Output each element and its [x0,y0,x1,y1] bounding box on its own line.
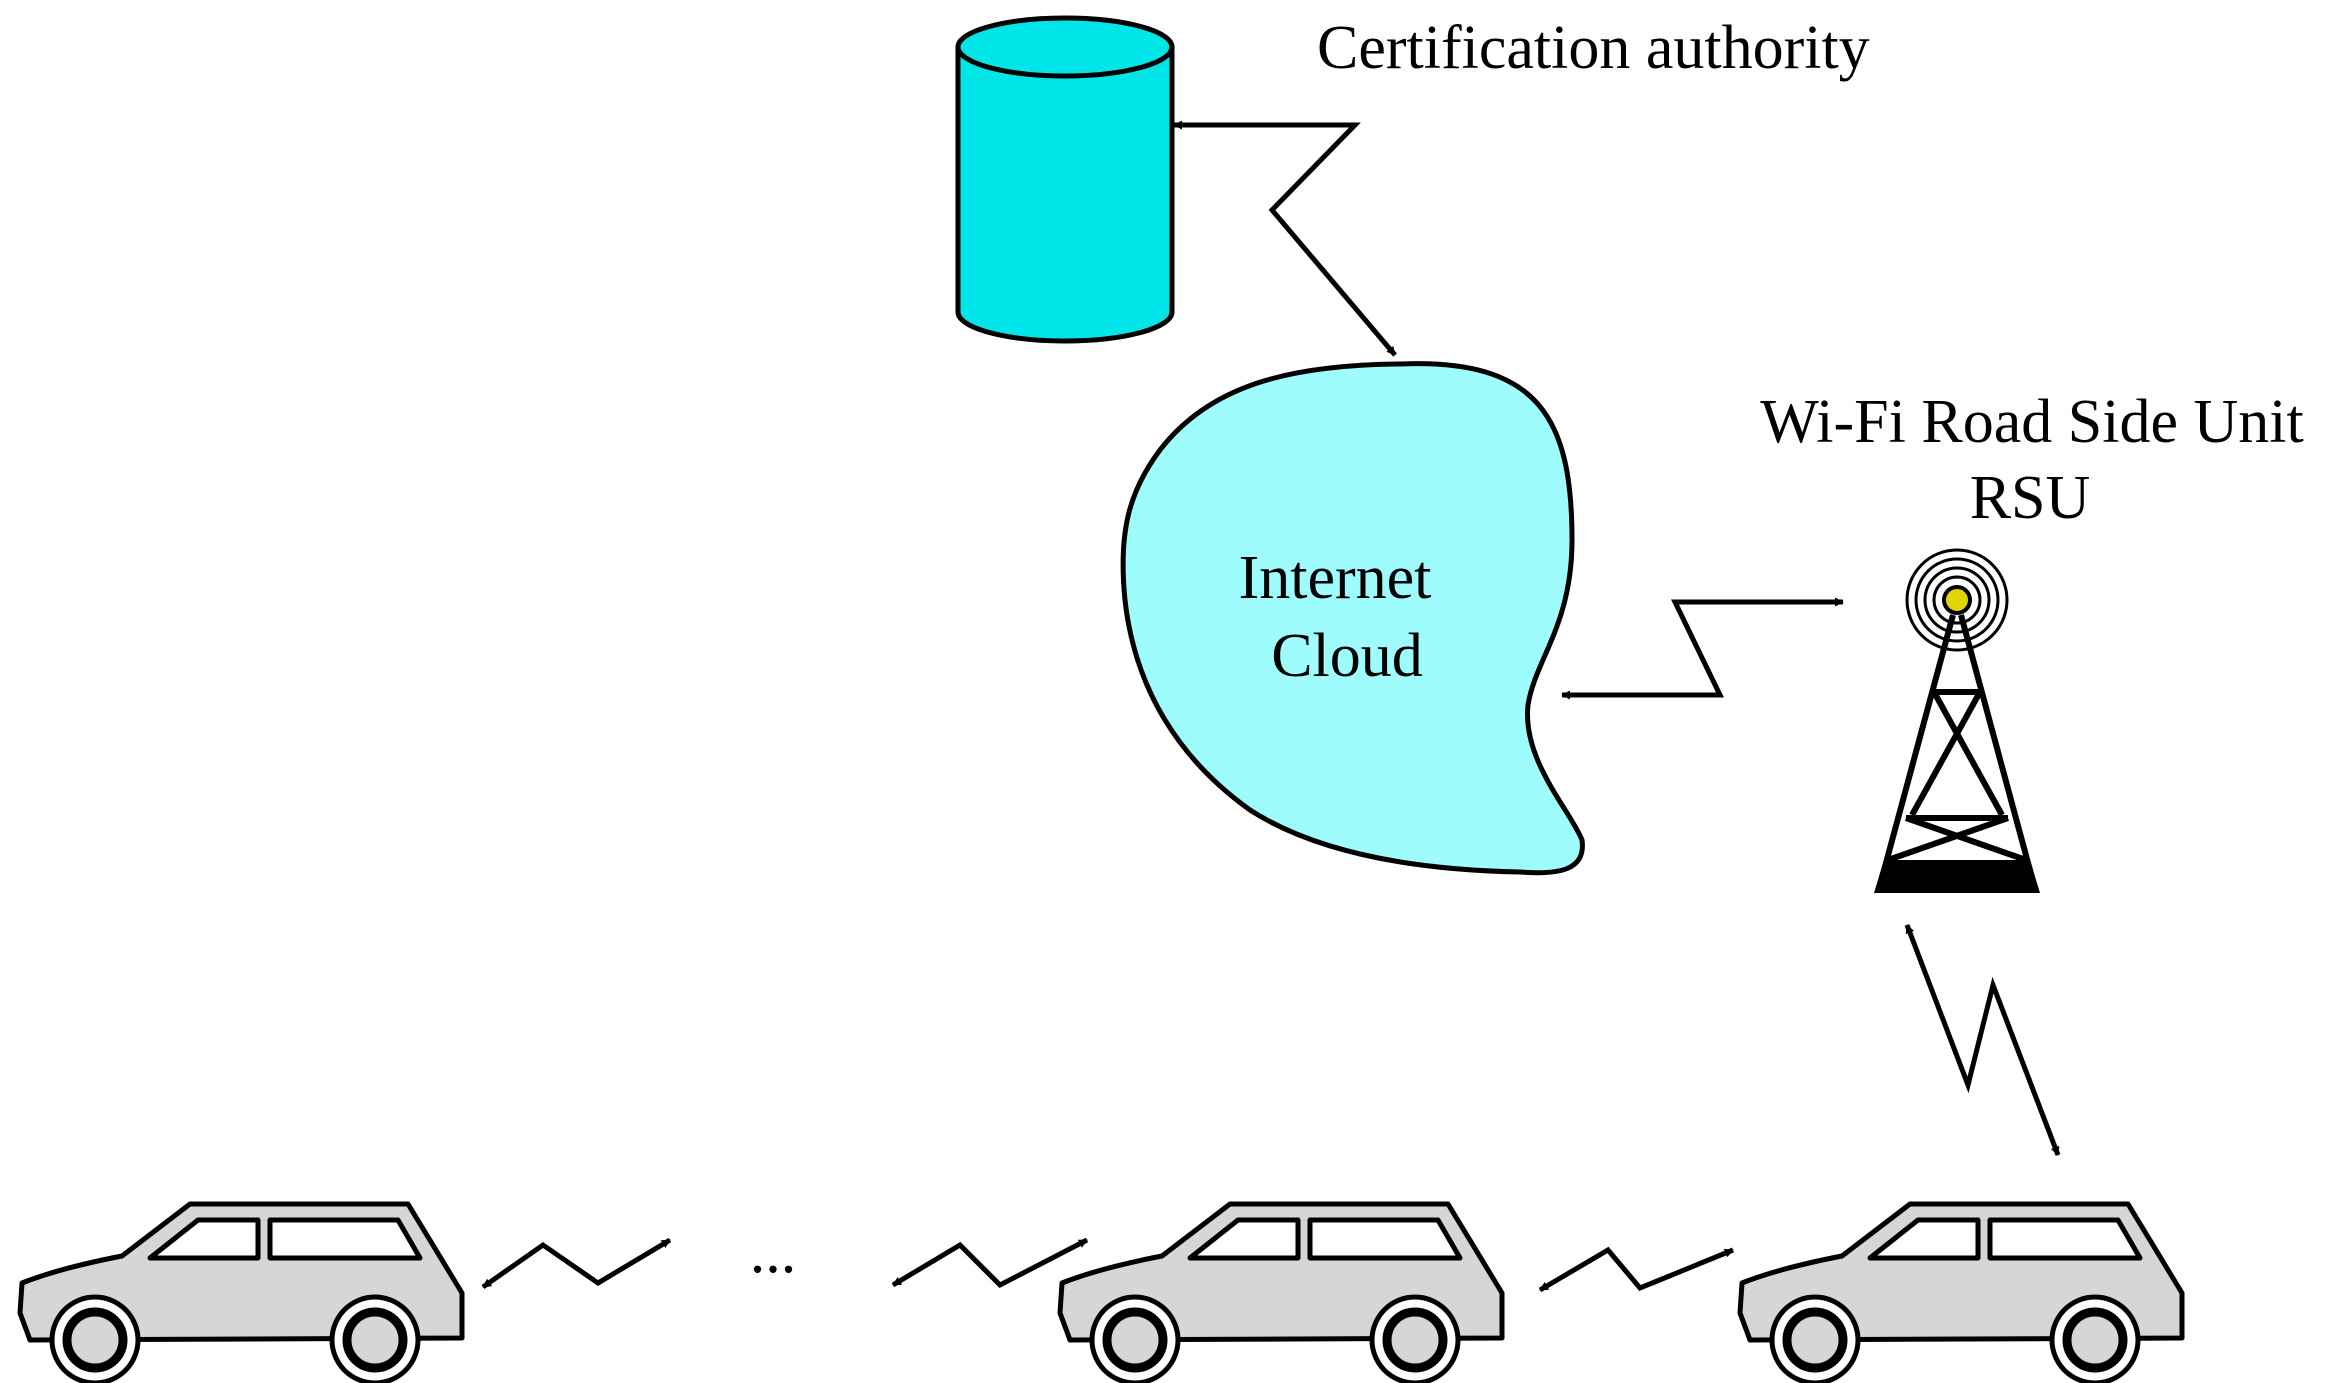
radio-tower-icon [1874,548,2040,893]
wireless-link-icon [1904,924,2061,1156]
cloud-icon [1120,361,1585,876]
internet-cloud [1120,361,1585,876]
database-icon [955,15,1175,344]
wireless-link-icon [891,1237,1089,1289]
wireless-link-icon [481,1237,672,1290]
internet-cloud-label-line1: Internet [1239,544,1432,612]
wireless-link-icon [1173,120,1397,357]
rsu-label-line2: RSU [1970,464,2091,532]
certification-authority-database [955,15,1175,344]
car-icon [20,1204,462,1383]
ellipsis-label: ... [750,1218,797,1286]
wireless-link-icon [1561,597,1844,700]
internet-cloud-label-line2: Cloud [1271,622,1423,690]
rsu-label-line1: Wi-Fi Road Side Unit [1760,388,2303,456]
wireless-link-icon [1538,1246,1734,1293]
car-icon [1060,1204,1502,1383]
certification-authority-label: Certification authority [1317,14,1870,82]
car-icon [1740,1204,2182,1383]
